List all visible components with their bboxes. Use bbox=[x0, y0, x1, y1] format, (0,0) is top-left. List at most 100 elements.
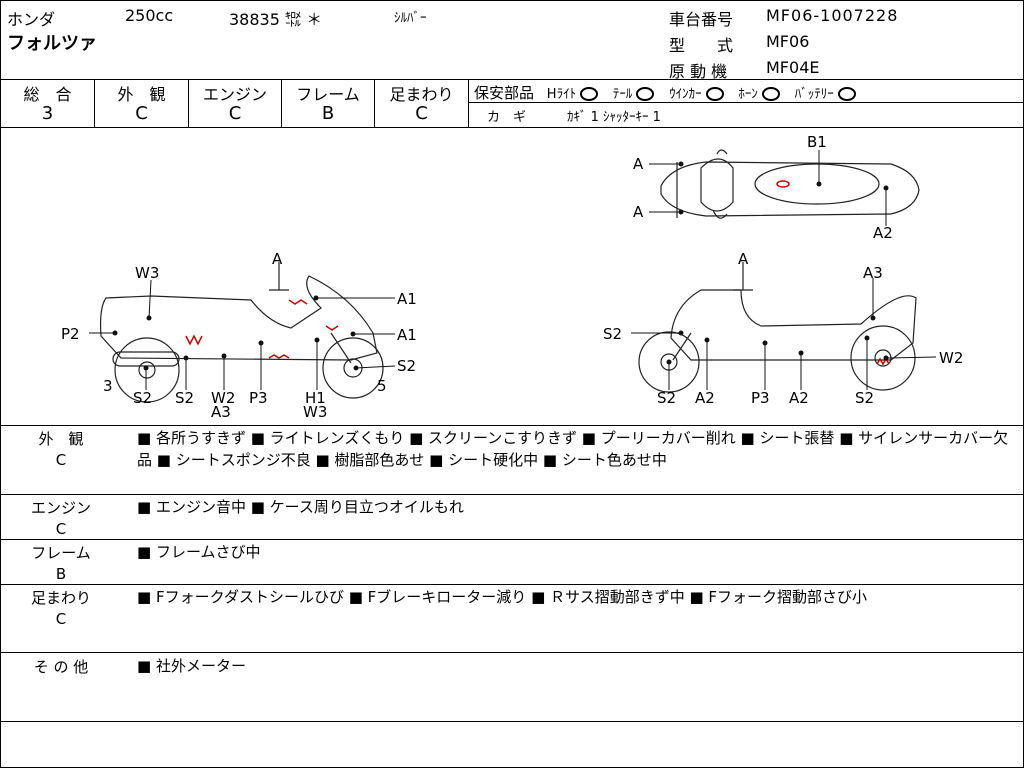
diagram-label: A2 bbox=[789, 389, 809, 407]
ok-circle-icon bbox=[636, 86, 655, 101]
diagram-label: A bbox=[272, 250, 283, 268]
leader-lines bbox=[89, 150, 937, 390]
section-grade: C bbox=[55, 451, 67, 469]
grade-label: 総 合 bbox=[23, 85, 72, 104]
frame-no: MF06-1007228 bbox=[766, 6, 899, 25]
grade-label: エンジン bbox=[202, 85, 267, 104]
diagram-label: B1 bbox=[807, 133, 827, 151]
divider bbox=[1, 721, 1023, 722]
divider bbox=[1, 425, 1023, 426]
ok-circle-icon bbox=[580, 86, 599, 101]
ok-circle-icon bbox=[761, 86, 780, 101]
displacement: 250cc bbox=[125, 6, 174, 25]
diagram-label: A3 bbox=[863, 264, 883, 282]
diagram-label: A2 bbox=[873, 224, 893, 242]
type-label: 型 式 bbox=[669, 36, 734, 55]
divider bbox=[1, 494, 1023, 495]
divider bbox=[1, 127, 1023, 128]
left-side-scooter bbox=[99, 262, 384, 403]
diagram-label: A3 bbox=[211, 403, 231, 421]
section-label: エンジン C bbox=[1, 497, 121, 538]
key-label: カ ギ bbox=[487, 110, 527, 125]
diagram-label: W3 bbox=[303, 403, 327, 421]
grade-frame: フレーム B bbox=[282, 81, 374, 125]
section-grade: C bbox=[55, 610, 67, 628]
diagram-label: 3 bbox=[103, 377, 113, 395]
diagram-label: P2 bbox=[61, 325, 80, 343]
diagram-label: 5 bbox=[377, 377, 387, 395]
engine-label: 原 動 機 bbox=[669, 62, 728, 81]
safety-item: Hﾗｲﾄ bbox=[546, 87, 577, 102]
diagram-label: P3 bbox=[751, 389, 770, 407]
right-side-scooter bbox=[638, 262, 917, 393]
ok-circle-icon bbox=[705, 86, 724, 101]
diagram-label: S2 bbox=[175, 389, 194, 407]
damage-mark bbox=[325, 325, 339, 331]
divider bbox=[281, 79, 282, 127]
damage-mark bbox=[268, 354, 290, 359]
grade-value: C bbox=[228, 103, 242, 124]
damage-mark bbox=[876, 357, 890, 366]
diagram-label: A bbox=[633, 155, 644, 173]
safety-item: ﾊﾞｯﾃﾘｰ bbox=[794, 87, 834, 102]
leader-dots bbox=[112, 161, 889, 371]
model-name: フォルツァ bbox=[7, 33, 97, 54]
diagram-label: P3 bbox=[249, 389, 268, 407]
grade-label: 足まわり bbox=[389, 85, 454, 104]
safety-parts-row: 保安部品 Hﾗｲﾄ ﾃｰﾙ ｳｲﾝｶｰ ﾎｰﾝ ﾊﾞｯﾃﾘｰ bbox=[474, 82, 866, 103]
diagram-label: A bbox=[738, 250, 749, 268]
section-title: エンジン bbox=[30, 499, 91, 517]
ok-circle-icon bbox=[837, 86, 856, 101]
color: ｼﾙﾊﾞｰ bbox=[394, 11, 427, 26]
divider bbox=[1, 652, 1023, 653]
diagram-label: S2 bbox=[855, 389, 874, 407]
grade-label: フレーム bbox=[296, 85, 360, 104]
section-title: そ の 他 bbox=[33, 658, 89, 676]
divider bbox=[1, 79, 1023, 80]
safety-label: 保安部品 bbox=[474, 84, 535, 102]
damage-mark bbox=[288, 299, 308, 305]
section-text: ■ エンジン音中 ■ ケース周り目立つオイルもれ bbox=[137, 498, 464, 516]
section-label: そ の 他 bbox=[1, 656, 121, 677]
grade-value: 3 bbox=[41, 103, 54, 124]
safety-item: ｳｲﾝｶｰ bbox=[669, 87, 702, 102]
section-text: ■ 社外メーター bbox=[137, 657, 246, 675]
grade-overall: 総 合 3 bbox=[1, 81, 94, 125]
section-text: ■ フレームさび中 bbox=[137, 543, 261, 561]
safety-item: ﾎｰﾝ bbox=[738, 87, 758, 102]
section-text: ■ Fフォークダストシールひび ■ Fブレーキローター減り ■ Ｒサス摺動部きず… bbox=[137, 588, 868, 606]
section-label: フレーム B bbox=[1, 542, 121, 583]
grade-engine: エンジン C bbox=[189, 81, 281, 125]
diagram-labels: A A B1 A2 A W3 P2 A1 A1 S2 3 5 S2 S2 W2 … bbox=[61, 133, 963, 421]
frame-no-label: 車台番号 bbox=[669, 10, 734, 29]
engine-value: MF04E bbox=[766, 58, 820, 77]
grade-suspension: 足まわり C bbox=[375, 81, 468, 125]
section-grade: C bbox=[55, 520, 67, 538]
section-title: フレーム bbox=[31, 544, 91, 562]
damage-mark bbox=[776, 180, 790, 188]
divider bbox=[468, 102, 1023, 103]
key-value: ｶｷﾞ 1 ｼｬｯﾀｰｷｰ 1 bbox=[567, 110, 661, 125]
grade-value: B bbox=[321, 103, 335, 124]
diagram-label: W3 bbox=[135, 264, 159, 282]
grade-value: C bbox=[415, 103, 428, 124]
divider bbox=[1, 539, 1023, 540]
diagram-label: W2 bbox=[939, 349, 963, 367]
grade-value: C bbox=[135, 103, 148, 124]
type-value: MF06 bbox=[766, 32, 810, 51]
divider bbox=[94, 79, 95, 127]
divider bbox=[374, 79, 375, 127]
diagram-label: A1 bbox=[397, 326, 417, 344]
safety-item: ﾃｰﾙ bbox=[612, 87, 633, 102]
divider bbox=[468, 79, 469, 127]
damage-mark bbox=[185, 334, 203, 346]
diagram-label: A1 bbox=[397, 290, 417, 308]
diagram-label: S2 bbox=[603, 325, 622, 343]
diagram-label: H1 bbox=[305, 389, 326, 407]
mileage: 38835 ㌖ ＊ bbox=[229, 10, 323, 29]
divider bbox=[188, 79, 189, 127]
maker: ホンダ bbox=[7, 10, 56, 29]
diagram-label: S2 bbox=[133, 389, 152, 407]
section-label: 足まわり C bbox=[1, 587, 121, 628]
